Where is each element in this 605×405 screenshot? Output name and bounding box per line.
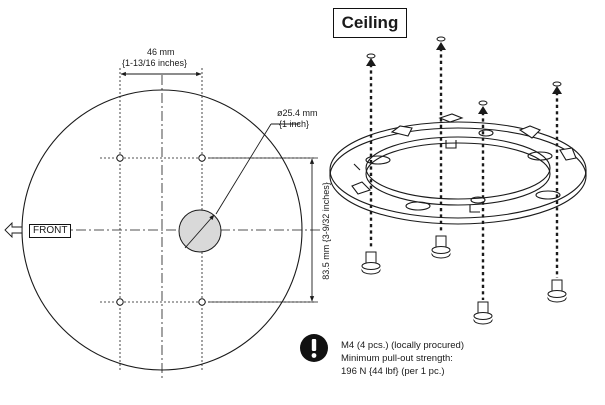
exclamation-circle-icon [300, 334, 328, 362]
screw-icon [473, 301, 493, 325]
diameter-leader-line [215, 123, 272, 215]
note-line-3: 196 N {44 lbf} (per 1 pc.) [341, 366, 445, 377]
hollow-left-arrow-icon [4, 221, 23, 239]
front-label: FRONT [29, 224, 72, 238]
hole-diameter-mm-label: ø25.4 mm [277, 108, 318, 118]
screw-icon [361, 251, 381, 275]
screw-tips [366, 36, 562, 106]
ceiling-label: Ceiling [333, 8, 407, 38]
mounting-bracket [329, 113, 587, 225]
mounting-template [21, 68, 322, 378]
screw-hole [116, 298, 124, 306]
screw-requirement-note: M4 (4 pcs.) (locally procured) Minimum p… [341, 339, 464, 378]
screw-icon [431, 235, 451, 259]
screw-hole [198, 154, 206, 162]
note-line-1: M4 (4 pcs.) (locally procured) [341, 340, 465, 351]
ceiling-text: Ceiling [341, 13, 399, 32]
screw-holes [116, 154, 206, 306]
hole-diameter-inch-label: {1 inch} [279, 119, 310, 129]
screw-arrowheads [366, 42, 562, 114]
height-dimension-label: 83.5 mm {3-9/32 inches} [321, 182, 331, 280]
width-mm-label: 46 mm [147, 47, 175, 57]
screw-hole [198, 298, 206, 306]
screw-icon [547, 279, 567, 303]
note-line-2: Minimum pull-out strength: [341, 353, 453, 364]
width-inch-label: {1-13/16 inches} [122, 58, 188, 68]
screw-paths [369, 48, 559, 300]
screw-hole [116, 154, 124, 162]
